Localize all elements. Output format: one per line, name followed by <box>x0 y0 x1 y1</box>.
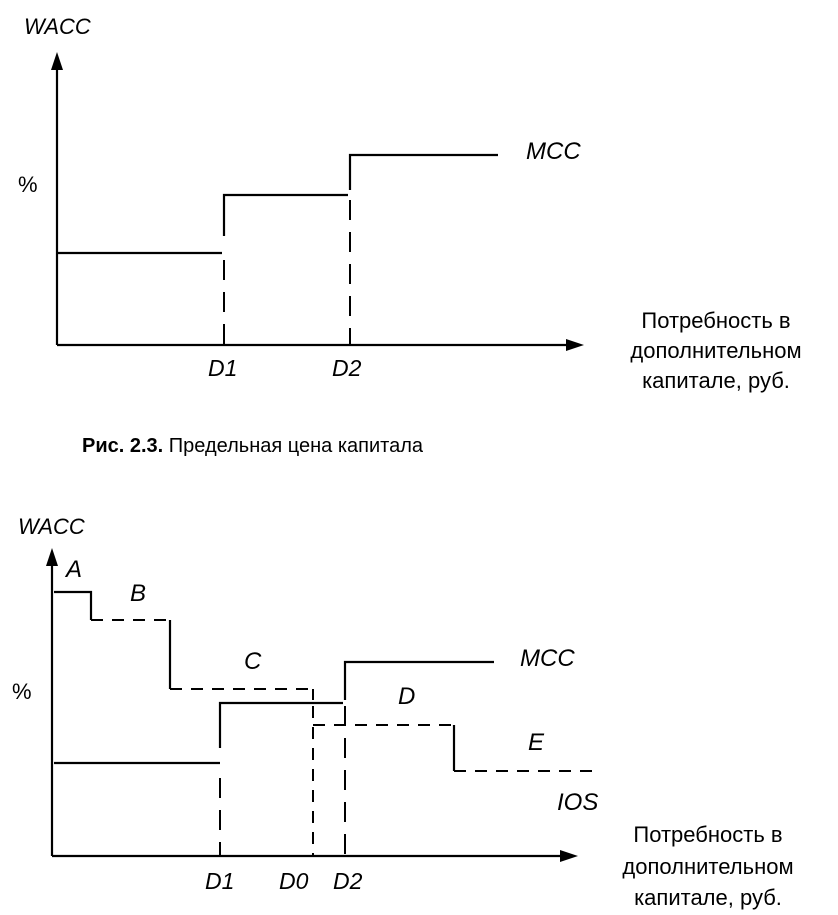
fig1-x-axis-label-line-2: дополнительном <box>630 338 801 363</box>
fig1-caption-text: Предельная цена капитала <box>163 435 424 457</box>
fig1-y-axis-label: WACC <box>24 14 91 39</box>
fig2-y-axis-arrow <box>46 548 58 566</box>
fig2-mcc-step-3 <box>343 660 494 700</box>
fig2-tick-d0: D0 <box>279 868 309 894</box>
fig1-tick-d1: D1 <box>208 355 237 381</box>
fig2-tick-d2: D2 <box>333 868 363 894</box>
fig2-y-unit: % <box>12 679 32 704</box>
fig2-x-axis-label-line-3: капитале, руб. <box>634 885 782 910</box>
fig2-point-b-label: B <box>130 580 146 607</box>
fig2-point-d-label: D <box>398 683 415 710</box>
fig1-mcc-step-3 <box>348 153 498 190</box>
fig1-mcc-label: MCC <box>526 138 581 165</box>
fig2-mcc-step-2 <box>218 701 343 748</box>
fig2-x-axis-arrow <box>560 850 578 862</box>
fig2-point-a-label: A <box>64 556 82 583</box>
fig1-x-axis-arrow <box>566 339 584 351</box>
fig2-ios-label: IOS <box>557 789 598 816</box>
fig2-point-e-label: E <box>528 729 545 756</box>
fig2-point-c-label: C <box>244 648 262 675</box>
fig1-y-axis-arrow <box>51 52 63 70</box>
fig1-tick-d2: D2 <box>332 355 362 381</box>
fig1-y-unit: % <box>18 172 38 197</box>
fig1-caption-prefix: Рис. 2.3. <box>82 435 163 457</box>
fig1-x-axis-label-line-3: капитале, руб. <box>642 368 790 393</box>
figure-1-mcc-chart: WACC % MCC D1 D2 Потребность в дополните… <box>18 14 802 457</box>
fig2-x-axis-label-line-2: дополнительном <box>622 854 793 879</box>
fig2-x-axis-label-line-1: Потребность в <box>633 822 782 847</box>
figure-2-mcc-ios-chart: WACC % A B C D E MCC IOS D1 D0 D2 Потреб… <box>12 514 794 910</box>
fig2-ios-segment-a <box>54 590 93 620</box>
fig2-mcc-label: MCC <box>520 645 575 672</box>
fig1-mcc-step-2 <box>222 193 348 236</box>
fig1-x-axis-label-line-1: Потребность в <box>641 308 790 333</box>
fig2-tick-d1: D1 <box>205 868 234 894</box>
fig2-y-axis-label: WACC <box>18 514 85 539</box>
fig1-caption: Рис. 2.3. Предельная цена капитала <box>82 435 424 457</box>
